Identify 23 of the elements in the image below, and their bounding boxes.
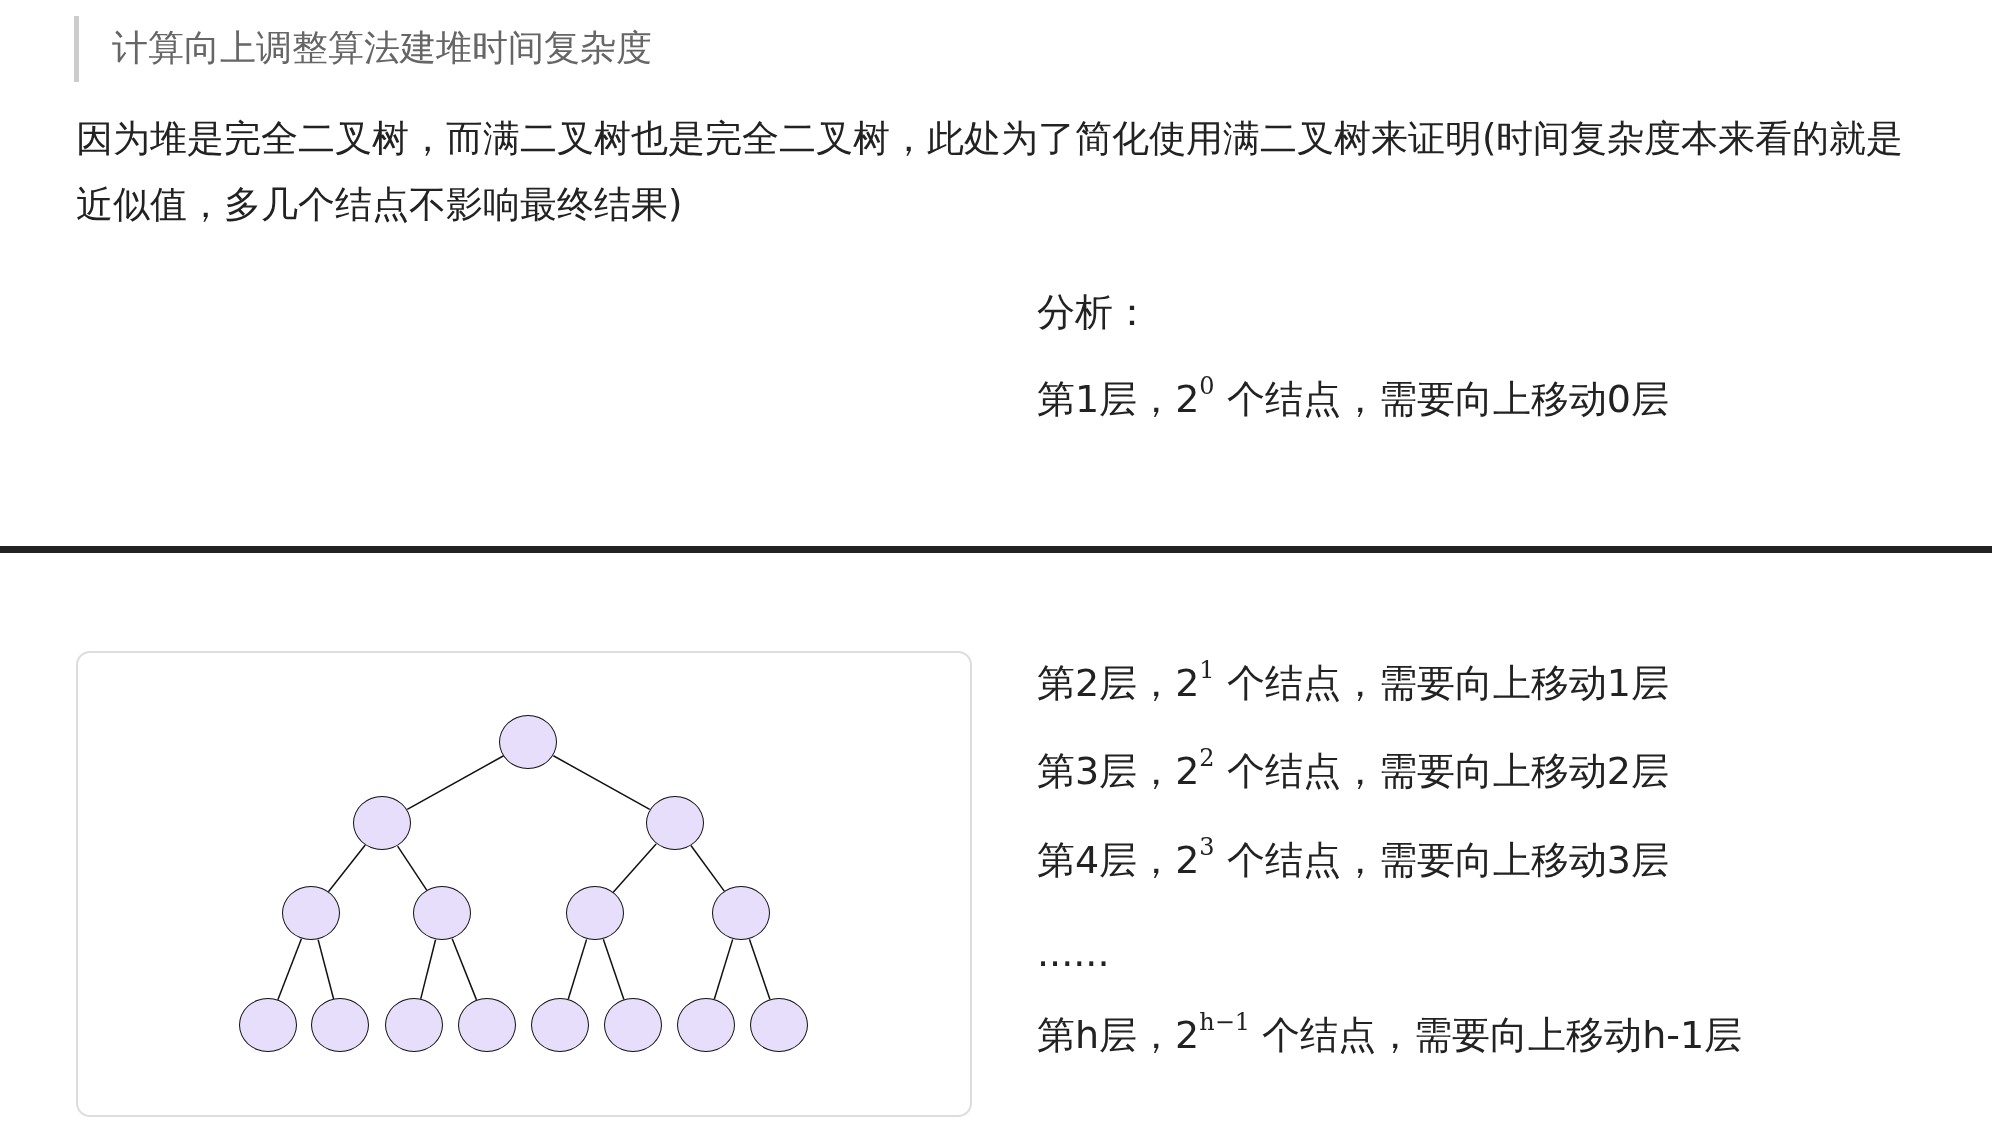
- tree-edge: [567, 938, 588, 1000]
- tree-edge: [406, 755, 505, 811]
- tree-edge: [748, 938, 771, 1001]
- level-line: 第3层，2$^{2}$ 个结点，需要向上移动2层: [1037, 743, 1669, 795]
- paragraph: 因为堆是完全二叉树，而满二叉树也是完全二叉树，此处为了简化使用满二叉树来证明(时间复杂度本来看的就是近似值，多几个结点不影响最终结果): [76, 116, 1905, 228]
- tree-edge: [396, 845, 428, 892]
- heading: 计算向上调整算法建堆时间复杂度: [112, 26, 652, 70]
- tree-edge: [420, 938, 437, 1000]
- analysis-heading: 分析：: [1037, 289, 1151, 336]
- tree-edge: [552, 755, 651, 811]
- level-line: 第1层，2$^{0}$ 个结点，需要向上移动0层: [1037, 371, 1669, 423]
- level-line: 第2层，2$^{1}$ 个结点，需要向上移动1层: [1037, 655, 1669, 707]
- level-line: 第4层，2$^{3}$ 个结点，需要向上移动3层: [1037, 832, 1669, 884]
- tree-edge: [612, 843, 657, 894]
- tree-edge: [690, 844, 726, 892]
- tree-edge: [277, 938, 303, 1001]
- level-line: 第h层，2$^{h−1}$ 个结点，需要向上移动h-1层: [1037, 1007, 1743, 1059]
- tree-edge: [713, 938, 734, 1000]
- tree-edge: [602, 938, 625, 1001]
- tree-edge: [327, 844, 366, 893]
- ellipsis: ......: [1037, 930, 1110, 977]
- tree-edge: [451, 938, 478, 1001]
- tree-edge: [317, 938, 335, 1000]
